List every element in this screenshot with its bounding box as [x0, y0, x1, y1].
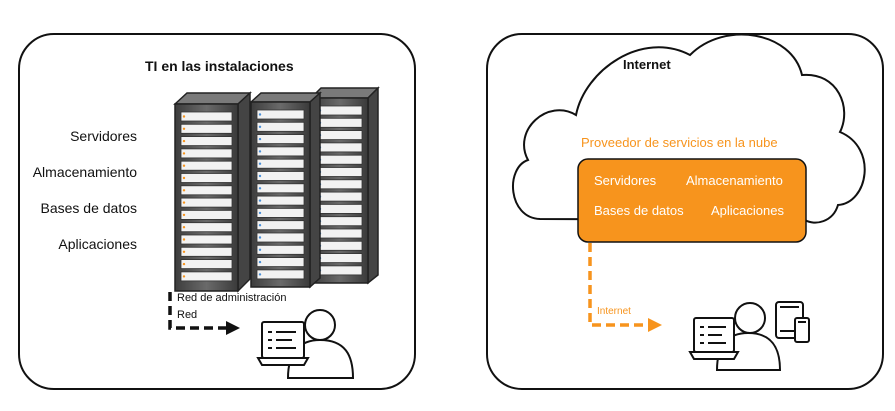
arrow-right-icon [226, 321, 240, 335]
label-bases-de-datos: Bases de datos [40, 200, 137, 216]
user-at-laptop-icon [688, 302, 782, 371]
label-aplicaciones: Aplicaciones [58, 236, 137, 252]
network-arrow [168, 292, 240, 335]
on-premises-title: TI en las instalaciones [145, 58, 294, 74]
box-item-almacenamiento: Almacenamiento [686, 173, 783, 188]
cloud-provider-label: Proveedor de servicios en la nube [581, 135, 778, 150]
internet-link-label: Internet [597, 306, 631, 317]
user-at-laptop-icon [256, 309, 355, 379]
phone-icon [794, 317, 810, 343]
box-item-bases-de-datos: Bases de datos [594, 203, 684, 218]
box-item-aplicaciones: Aplicaciones [711, 203, 784, 218]
server-rack-icon [309, 86, 380, 285]
arrow-right-icon [648, 318, 662, 332]
cloud-title: Internet [623, 57, 671, 72]
network-label: Red [177, 309, 198, 321]
server-rack-icon [249, 91, 322, 289]
label-servidores: Servidores [70, 128, 137, 144]
label-almacenamiento: Almacenamiento [32, 164, 137, 180]
cloud-services-box [577, 158, 807, 243]
internet-arrow [588, 243, 662, 332]
mgmt-network-label: Red de administración [177, 292, 287, 304]
server-rack-icon [173, 91, 252, 293]
box-item-servidores: Servidores [594, 173, 657, 188]
